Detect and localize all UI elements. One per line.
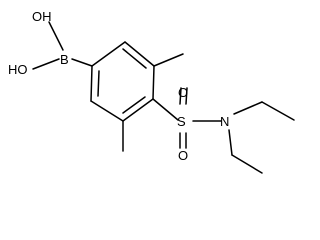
nitrogen-label: N (220, 114, 229, 129)
bond-n-ethyl-upper (233, 101, 263, 115)
bond-s-o-top-b (185, 87, 188, 105)
bond-b-oh-top (48, 21, 64, 51)
double-bond-ring-a (122, 48, 147, 69)
oxygen-label-top: O (178, 85, 188, 100)
bond-ring-6 (90, 65, 93, 102)
boron-label: B (60, 52, 69, 67)
double-bond-ring-b (122, 96, 146, 114)
bond-s-o-top-a (179, 87, 182, 105)
bond-n-ethyl-lower (228, 129, 233, 156)
bond-ring-sulfur (152, 98, 179, 121)
bond-ring-2 (124, 41, 155, 67)
bond-b-ring (71, 58, 93, 67)
chemical-structure-diagram: OH HO B S O O N (8, 9, 295, 174)
sulfur-label: S (177, 114, 186, 129)
bond-ring-3 (152, 65, 155, 100)
bond-ethyl-lower-end (231, 154, 263, 174)
hydroxyl-label-left: HO (8, 62, 28, 77)
bond-methyl-top (153, 53, 184, 67)
bond-ethyl-upper-end (261, 101, 295, 121)
bond-ring-4 (122, 98, 154, 122)
double-bond-ring-c (97, 70, 100, 97)
bond-ring-5 (90, 100, 124, 122)
oxygen-label-bottom: O (178, 148, 188, 163)
bond-b-oh-left (32, 58, 60, 70)
hydroxyl-label-top: OH (32, 9, 52, 24)
molecule-svg: OH HO B S O O N (8, 9, 295, 174)
bond-ring-1 (91, 41, 126, 67)
